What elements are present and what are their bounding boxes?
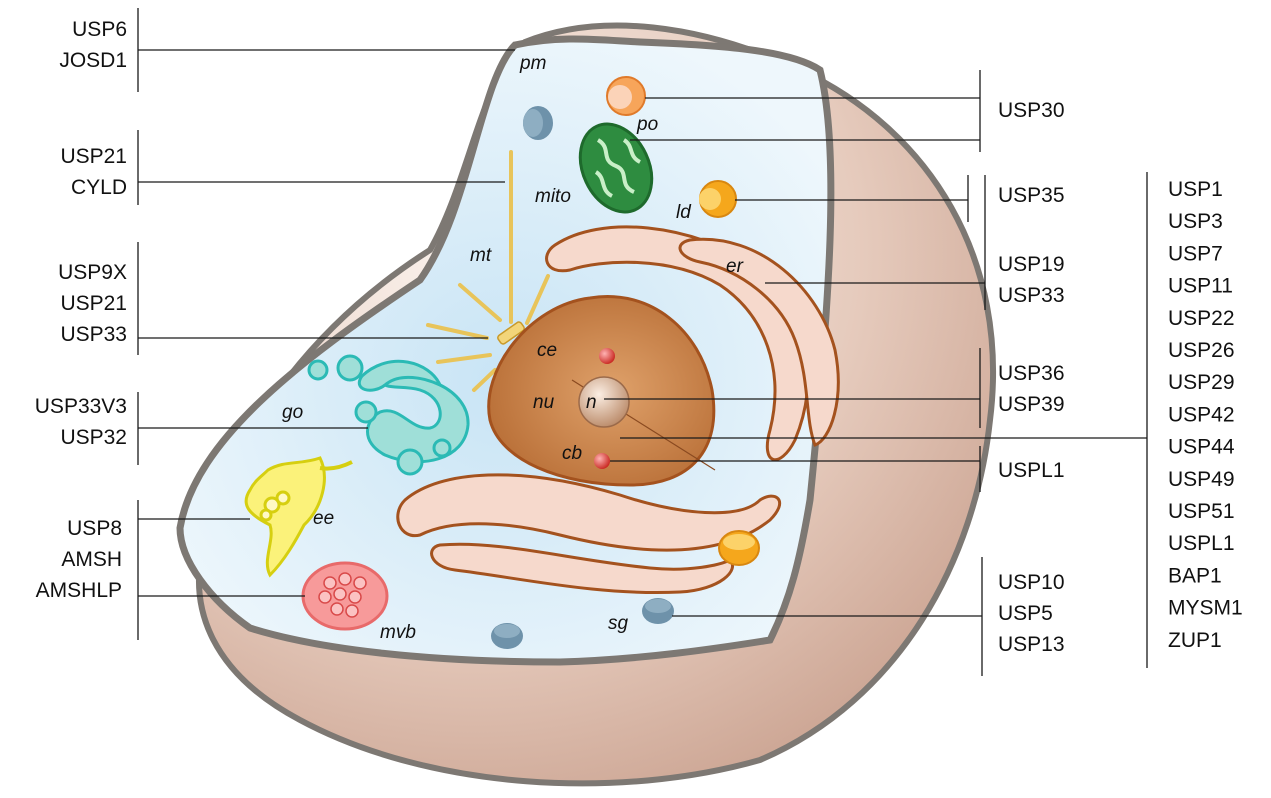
label-er: er [726,256,744,277]
gene-label-nu: ZUP1 [1168,629,1222,652]
gene-label-sg: USP10 [998,571,1065,594]
gene-label-nu: USP3 [1168,210,1223,233]
gene-label-mt: USP21 [60,145,127,168]
gene-label-nu: BAP1 [1168,564,1222,587]
gene-label-go: USP33V3 [35,395,127,418]
nuclear-body-top [599,348,615,364]
gene-label-ee_mvb: AMSH [61,548,122,571]
gene-label-nu: USP11 [1168,275,1233,298]
label-ld: ld [676,202,692,223]
gene-label-ld: USP35 [998,184,1065,207]
label-mito: mito [535,186,571,207]
gene-label-nu: USPL1 [1168,532,1235,555]
gene-label-er: USP19 [998,253,1065,276]
multivesicular-body [303,563,387,629]
gene-label-sg: USP13 [998,633,1065,656]
label-ee: ee [313,508,334,529]
label-go: go [282,402,303,423]
gene-label-po_mito: USP30 [998,99,1065,122]
label-mt: mt [470,245,492,266]
granule-bottom [491,623,523,649]
gene-label-ce: USP21 [60,292,127,315]
gene-label-nu: USP26 [1168,339,1235,362]
gene-label-pm: JOSD1 [59,49,127,72]
gene-label-nu: USP22 [1168,307,1235,330]
cajal-body [594,453,610,469]
granule-top [523,106,553,140]
gene-label-go: USP32 [60,426,127,449]
gene-label-er: USP33 [998,284,1065,307]
label-mvb: mvb [380,622,416,643]
gene-label-nu: USP42 [1168,403,1235,426]
gene-label-ee_mvb: USP8 [67,517,122,540]
label-ce: ce [537,340,557,361]
label-po: po [636,114,658,135]
label-pm: pm [519,53,546,74]
gene-label-nu: USP44 [1168,436,1235,459]
gene-label-nu: USP29 [1168,371,1235,394]
lipid-droplet [699,181,736,217]
gene-label-nu: USP49 [1168,468,1235,491]
label-n: n [586,392,597,413]
gene-label-mt: CYLD [71,176,127,199]
gene-label-cb: USPL1 [998,459,1065,482]
label-nu: nu [533,392,555,413]
gene-label-nu: USP51 [1168,500,1235,523]
stress-granule [642,598,674,624]
gene-label-pm: USP6 [72,18,127,41]
peroxisome [607,77,645,115]
gene-label-ce: USP33 [60,323,127,346]
label-sg: sg [608,613,629,634]
gene-label-sg: USP5 [998,602,1053,625]
gene-label-ce: USP9X [58,261,127,284]
gene-label-nu: USP7 [1168,242,1223,265]
lipid-droplet-lower [719,531,759,565]
gene-label-nu: USP1 [1168,178,1223,201]
gene-label-nu: MYSM1 [1168,597,1243,620]
gene-label-n: USP36 [998,362,1065,385]
label-cb: cb [562,443,582,464]
gene-label-n: USP39 [998,393,1065,416]
gene-label-ee_mvb: AMSHLP [36,579,122,602]
